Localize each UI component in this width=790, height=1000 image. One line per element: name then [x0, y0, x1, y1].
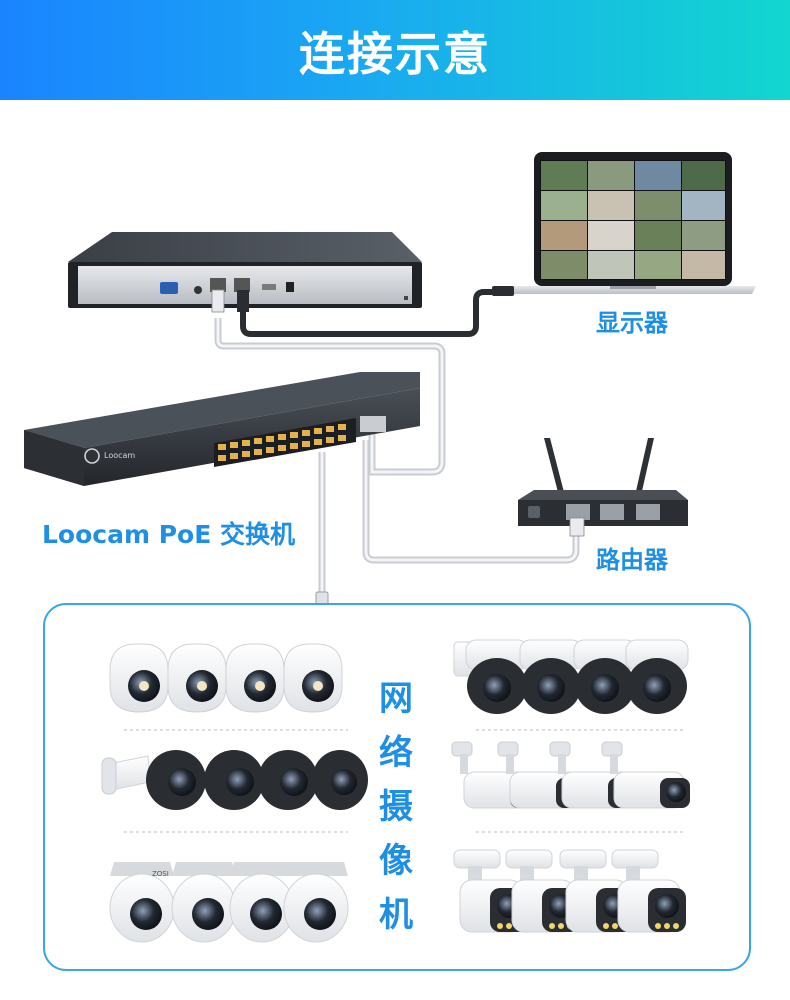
router-label: 路由器: [596, 546, 668, 574]
monitor-laptop: [492, 152, 756, 296]
cable-nvr-to-switch: [214, 318, 446, 476]
page-title: 连接示意: [299, 27, 491, 81]
poe-switch: Loocam: [24, 372, 420, 486]
loocam-logo-icon: [84, 448, 100, 464]
bullet-camera-row-2: [451, 741, 690, 809]
camera-brand-text: ZOSI: [152, 870, 169, 878]
cameras-label: 网络摄像机: [379, 679, 413, 935]
switch-label: Loocam PoE 交换机: [42, 520, 296, 549]
switch-ports: [214, 416, 386, 467]
dark-turret-camera-row-2: [101, 750, 368, 810]
turret-camera-row-1: [109, 643, 343, 713]
hdmi-port-icon: [234, 278, 250, 292]
dome-camera-row-3: ZOSI: [109, 862, 349, 943]
monitor-label: 显示器: [596, 309, 668, 337]
camera-feed-grid: [541, 161, 725, 279]
cable-switch-to-cameras: [315, 452, 329, 611]
lan-port-icon: [210, 278, 226, 292]
ptz-camera-row-1: [453, 639, 689, 714]
cable-switch-to-router: [362, 440, 580, 564]
bullet-camera-row-3: [453, 849, 686, 933]
header-banner: 连接示意: [0, 0, 790, 100]
nvr-recorder: [68, 232, 422, 313]
cable-nvr-to-monitor: [240, 289, 512, 337]
router: [518, 438, 688, 537]
switch-brand-text: Loocam: [104, 451, 135, 460]
